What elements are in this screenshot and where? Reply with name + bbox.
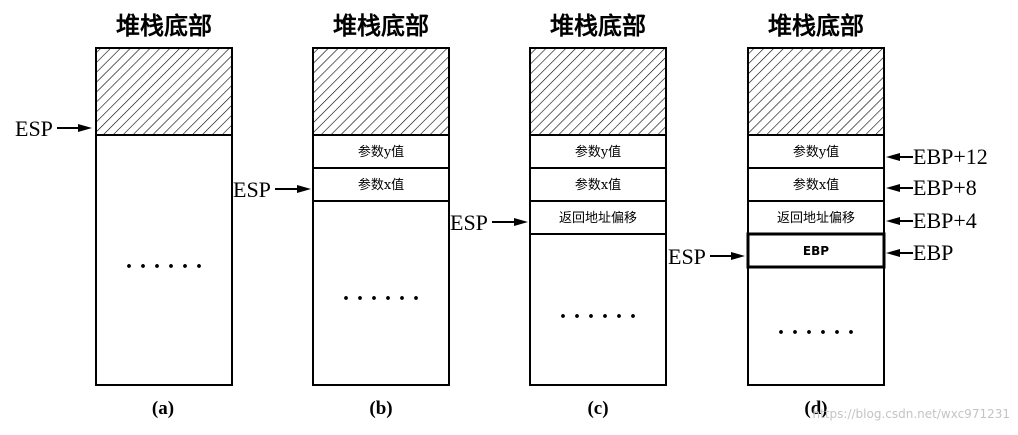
cell-param-y: 参数y值 [793, 144, 839, 160]
esp-pointer-label: ESP [15, 116, 53, 141]
stack-title: 堆栈底部 [116, 11, 212, 40]
cell-param-y: 参数y值 [358, 144, 404, 160]
hatched-stack-bottom [529, 47, 667, 136]
stack-column-b: 堆栈底部 参数y值 参数x值 ...... ESP (b) [233, 11, 450, 419]
cell-param-x: 参数x值 [358, 177, 404, 193]
hatched-stack-bottom [95, 47, 233, 136]
cell-param-x: 参数x值 [793, 177, 839, 193]
ebp-offset-label-12: EBP+12 [913, 144, 988, 169]
cell-param-x: 参数x值 [575, 177, 621, 193]
esp-arrow [710, 252, 745, 260]
stack-column-c: 堆栈底部 参数y值 参数x值 返回地址偏移 ...... ESP (c) [450, 11, 667, 419]
esp-pointer-label: ESP [668, 244, 706, 269]
offset-arrow [886, 153, 913, 161]
hatched-stack-bottom [312, 47, 450, 136]
ellipsis: ...... [560, 298, 644, 324]
stack-frame-box [747, 47, 885, 386]
stack-column-d: 堆栈底部 参数y值 参数x值 返回地址偏移 EBP ...... ESP EBP… [668, 11, 988, 419]
ellipsis: ...... [126, 248, 210, 274]
offset-arrow [886, 217, 913, 225]
cell-return-address: 返回地址偏移 [559, 211, 637, 226]
stack-frame-box [312, 47, 450, 386]
stack-title: 堆栈底部 [550, 11, 646, 40]
watermark: https://blog.csdn.net/wxc971231 [813, 407, 1010, 421]
ellipsis: ...... [343, 280, 427, 306]
cell-return-address: 返回地址偏移 [777, 211, 855, 226]
caption: (a) [152, 398, 174, 419]
cell-param-y: 参数y值 [575, 144, 621, 160]
stack-column-a: 堆栈底部 ...... ESP (a) [15, 11, 233, 419]
stack-frame-box [529, 47, 667, 386]
stack-title: 堆栈底部 [768, 11, 864, 40]
esp-pointer-label: ESP [233, 177, 271, 202]
esp-arrow [275, 185, 311, 193]
caption: (d) [804, 398, 827, 419]
esp-arrow [492, 218, 528, 226]
caption: (c) [587, 398, 608, 419]
ebp-offset-label-8: EBP+8 [913, 175, 977, 200]
stack-title: 堆栈底部 [333, 11, 429, 40]
stack-frame-box [95, 47, 233, 386]
ellipsis: ...... [778, 314, 862, 340]
ebp-offset-label-0: EBP [913, 240, 953, 265]
ebp-cell-box [746, 232, 886, 269]
cell-ebp: EBP [803, 244, 829, 258]
offset-arrow [886, 249, 913, 257]
caption: (b) [369, 398, 392, 419]
hatched-stack-bottom [747, 47, 885, 136]
ebp-offset-label-4: EBP+4 [913, 208, 977, 233]
esp-arrow [57, 124, 92, 132]
offset-arrow [886, 184, 913, 192]
esp-pointer-label: ESP [450, 210, 488, 235]
